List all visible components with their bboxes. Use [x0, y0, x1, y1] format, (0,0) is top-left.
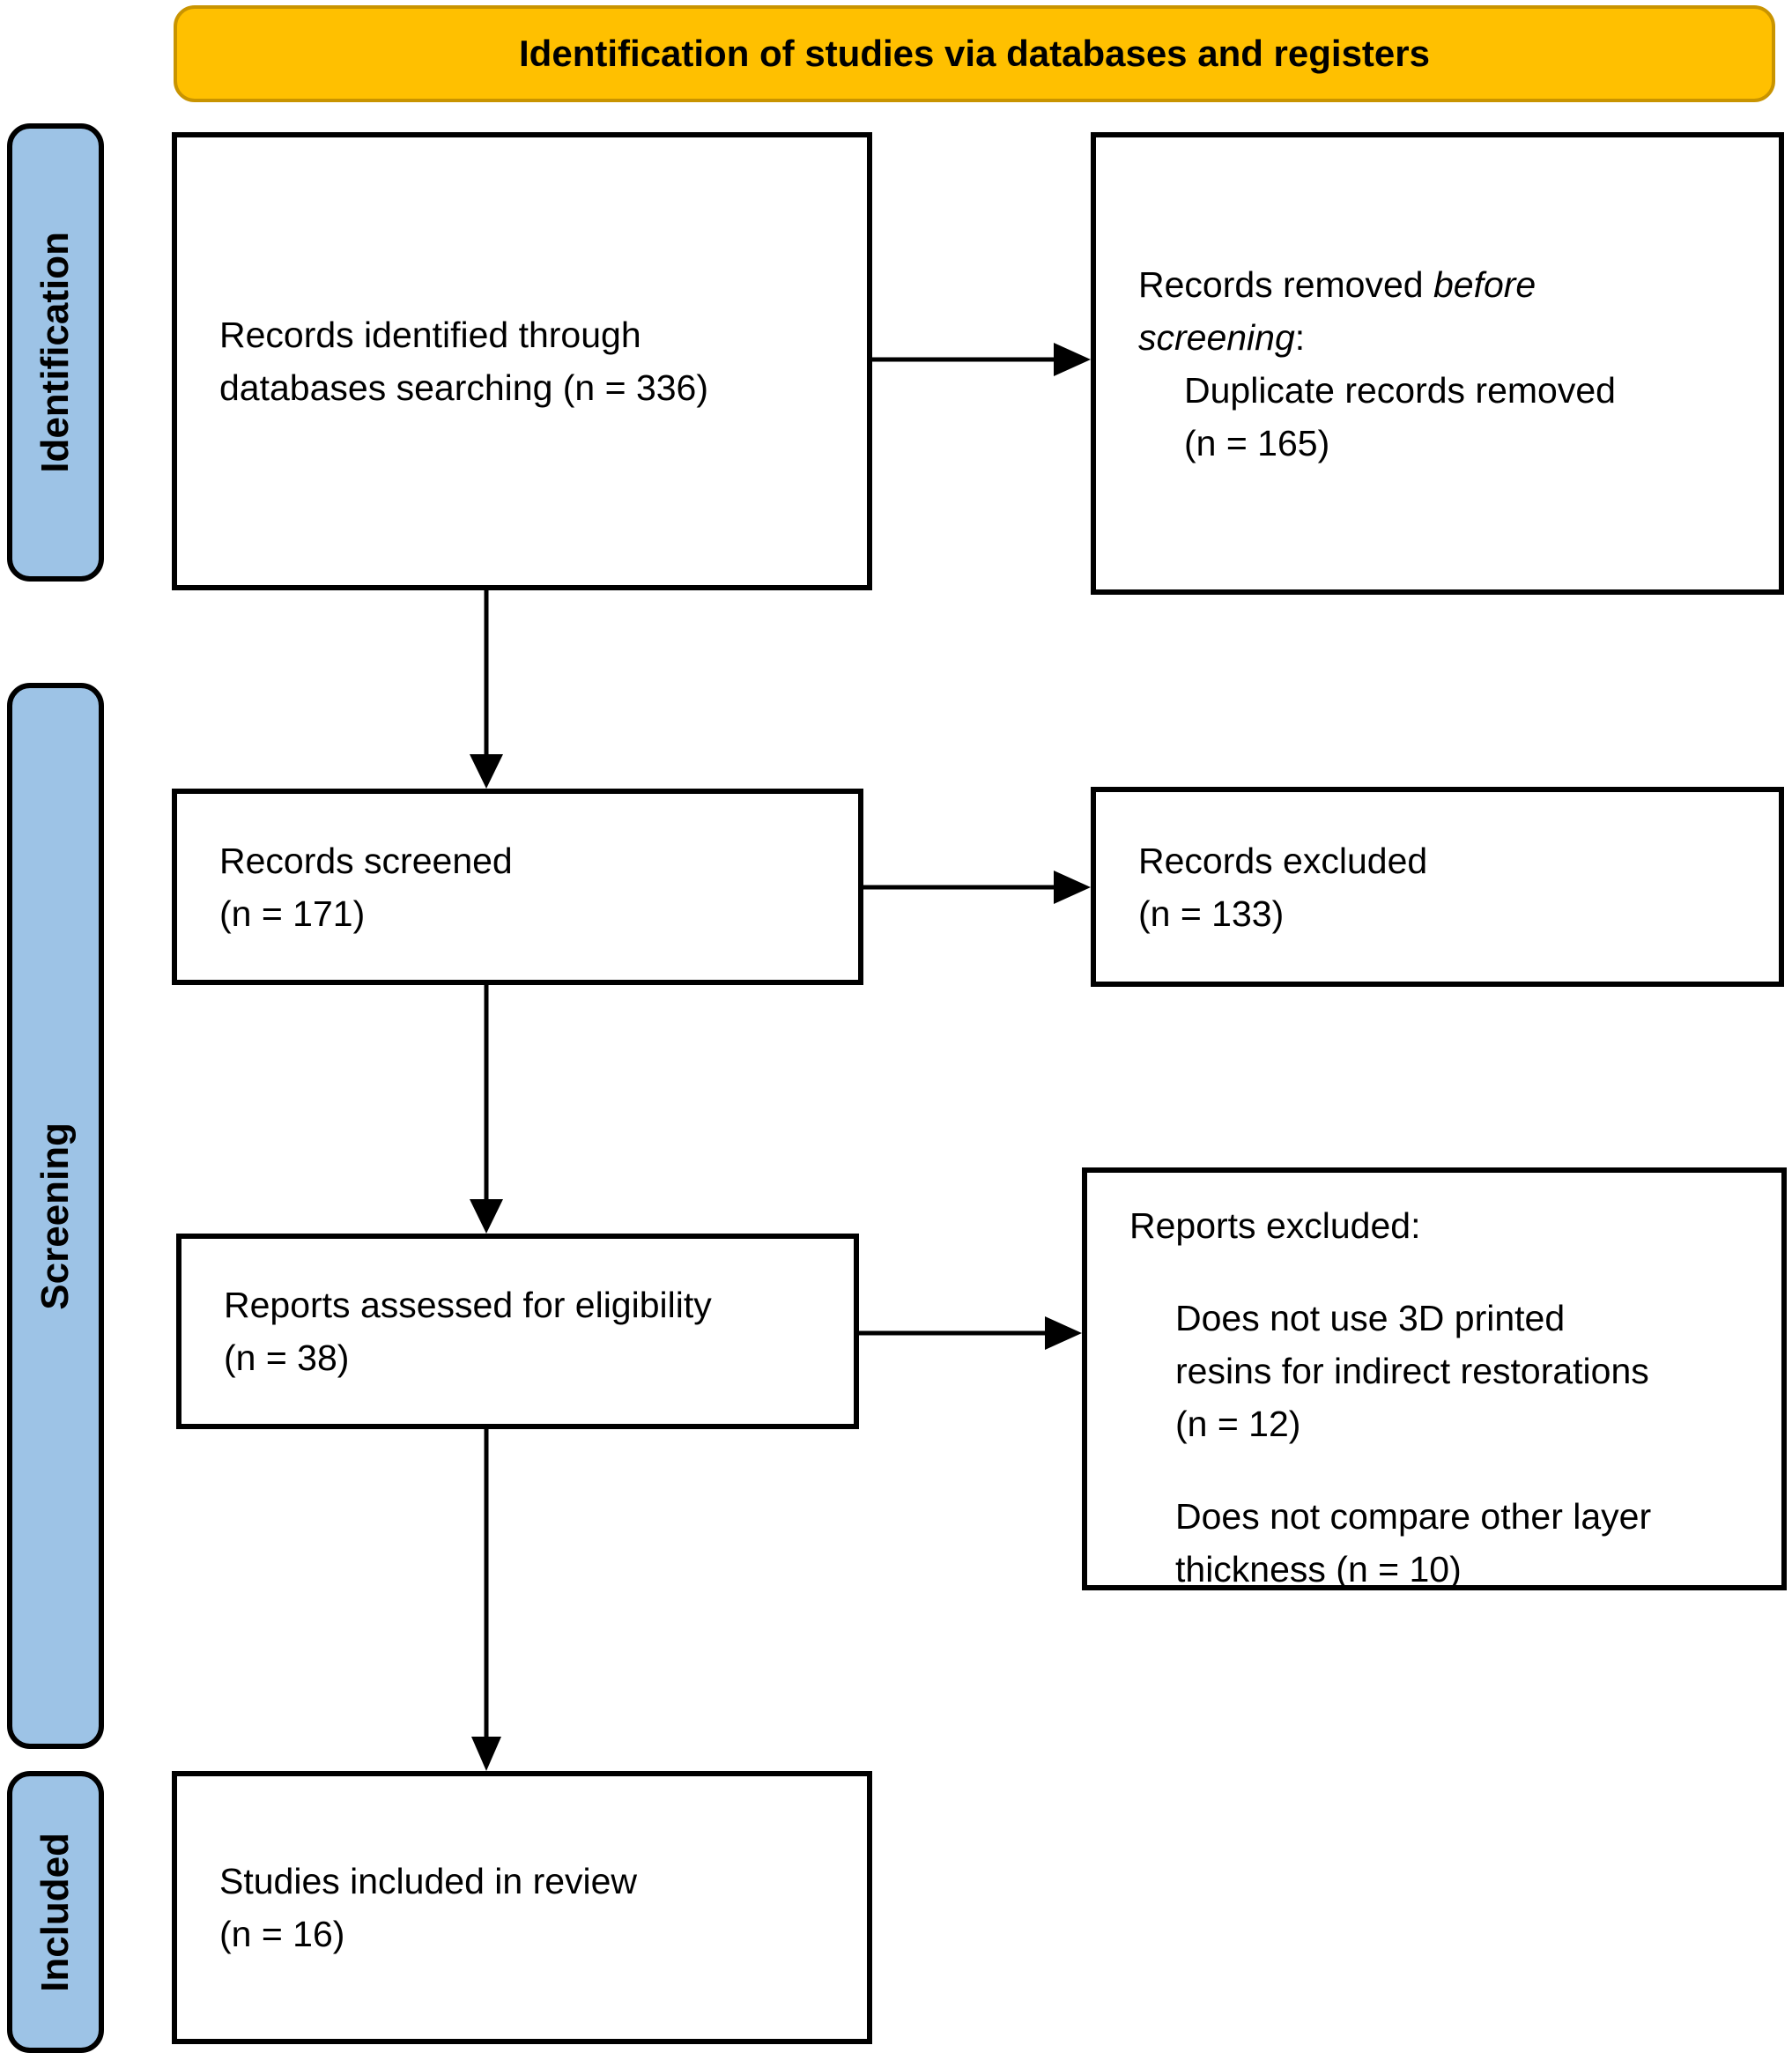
box-reports-assessed: Reports assessed for eligibility (n = 38… — [176, 1234, 859, 1429]
box-records-identified: Records identified through databases sea… — [172, 132, 872, 590]
box-records-excluded: Records excluded (n = 133) — [1091, 787, 1784, 987]
box-records-screened: Records screened (n = 171) — [172, 789, 863, 985]
box-text-line: Records excluded — [1138, 840, 1428, 881]
box-records-removed-before-screening: Records removed before screening: Duplic… — [1091, 132, 1784, 595]
box-text-line: (n = 38) — [224, 1338, 350, 1378]
box-text-line: Records removed before — [1138, 258, 1752, 311]
exclusion-reason: Does not compare other layer thickness (… — [1175, 1490, 1755, 1596]
box-text-line: databases searching (n = 336) — [219, 367, 709, 408]
box-text-line: (n = 12) — [1175, 1404, 1301, 1444]
box-text-line: (n = 133) — [1138, 893, 1285, 934]
box-text-line: thickness (n = 10) — [1175, 1549, 1462, 1589]
exclusion-reason: Does not use 3D printed resins for indir… — [1175, 1292, 1755, 1450]
stage-label-screening: Screening — [33, 1122, 77, 1310]
box-text-line: (n = 171) — [219, 893, 366, 934]
stage-label-included: Included — [33, 1832, 77, 1992]
box-text-line: Does not compare other layer — [1175, 1496, 1652, 1537]
stage-label-identification: Identification — [33, 232, 77, 473]
arrow-screened-to-assessed — [470, 985, 503, 1234]
box-title: Reports excluded: — [1129, 1205, 1421, 1246]
box-text-segment: Records removed — [1138, 263, 1433, 305]
box-text-line: Does not use 3D printed — [1175, 1298, 1566, 1338]
arrow-identified-to-screened — [470, 590, 503, 789]
box-text-line: (n = 16) — [219, 1914, 345, 1954]
box-text-segment-italic: before — [1433, 263, 1537, 305]
arrow-identified-to-removed — [872, 343, 1091, 376]
box-text-line: (n = 165) — [1184, 422, 1330, 463]
box-text-segment: : — [1294, 316, 1306, 358]
box-text-line: screening: — [1138, 311, 1752, 364]
header-title: Identification of studies via databases … — [519, 33, 1430, 74]
stage-bar-screening: Screening — [7, 683, 104, 1749]
box-text-line: Records screened — [219, 840, 513, 881]
stage-bar-identification: Identification — [7, 123, 104, 582]
arrow-assessed-to-included — [471, 1429, 501, 1771]
box-studies-included: Studies included in review (n = 16) — [172, 1771, 872, 2044]
box-text-line: Records identified through — [219, 315, 641, 355]
header-banner: Identification of studies via databases … — [174, 5, 1775, 102]
box-text-line: Reports assessed for eligibility — [224, 1285, 712, 1325]
box-text-line: Duplicate records removed — [1184, 369, 1616, 411]
box-reports-excluded: Reports excluded: Does not use 3D printe… — [1082, 1167, 1787, 1590]
box-text-line: Studies included in review — [219, 1861, 638, 1901]
arrow-screened-to-excluded — [863, 871, 1091, 904]
stage-bar-included: Included — [7, 1771, 104, 2053]
arrow-assessed-to-reports-excluded — [859, 1316, 1082, 1350]
box-text-segment-italic: screening — [1138, 316, 1295, 358]
box-text-line: resins for indirect restorations — [1175, 1351, 1649, 1391]
